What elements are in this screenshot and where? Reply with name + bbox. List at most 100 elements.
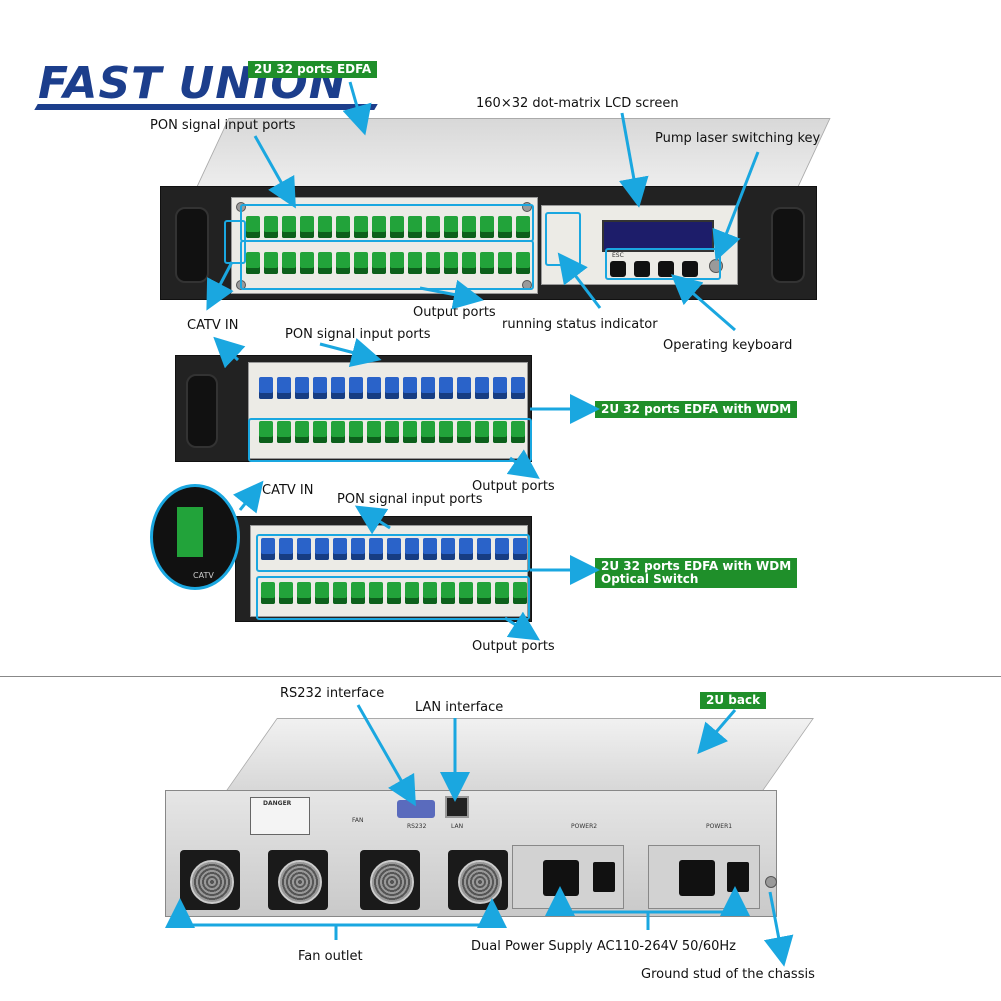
device2-output-port-row (259, 421, 525, 443)
fiber-port (277, 421, 291, 443)
fiber-port (333, 538, 347, 560)
device1-output-highlight (240, 240, 534, 290)
enter-key[interactable] (682, 261, 698, 277)
fiber-port (390, 252, 404, 274)
fiber-port (297, 538, 311, 560)
fiber-port (477, 538, 491, 560)
fiber-port (408, 216, 422, 238)
fiber-port (403, 377, 417, 399)
fiber-port (300, 216, 314, 238)
catv-zoom-circle: CATV (150, 484, 240, 590)
up-key[interactable] (634, 261, 650, 277)
arrow-output-2 (506, 449, 540, 479)
arrow-status (557, 252, 602, 309)
fiber-port (457, 421, 471, 443)
device2-left-handle (186, 374, 218, 448)
fiber-port (459, 582, 473, 604)
badge-edfa-wdm-switch: 2U 32 ports EDFA with WDM Optical Switch (595, 558, 798, 588)
fiber-port (516, 216, 530, 238)
fiber-port (369, 582, 383, 604)
arrow-pon-input-1 (253, 135, 296, 209)
fiber-port (279, 582, 293, 604)
rs232-port-label: RS232 (407, 823, 427, 830)
fiber-port (349, 377, 363, 399)
fiber-port (264, 216, 278, 238)
fiber-port (259, 421, 273, 443)
fiber-port (264, 252, 278, 274)
arrow-pump-key (712, 151, 760, 262)
device1-left-handle (175, 207, 209, 283)
power2-switch[interactable] (593, 862, 615, 892)
catv-zoom-label: CATV (193, 571, 214, 580)
power1-switch[interactable] (727, 862, 749, 892)
device3-input-port-row (261, 538, 527, 560)
fiber-port (261, 582, 275, 604)
fan-3 (360, 850, 420, 910)
label-catv-in-1: CATV IN (187, 318, 239, 333)
fiber-port (297, 582, 311, 604)
label-output-ports-3: Output ports (472, 639, 555, 654)
fiber-port (477, 582, 491, 604)
screw (522, 202, 532, 212)
power1-socket[interactable] (679, 860, 715, 896)
device2-input-port-row (259, 377, 525, 399)
device1-port-panel (231, 197, 538, 294)
label-fan-outlet: Fan outlet (298, 949, 363, 964)
fiber-port (261, 538, 275, 560)
fiber-port (495, 538, 509, 560)
fiber-port (421, 377, 435, 399)
fiber-port (333, 582, 347, 604)
fan-grill (190, 860, 234, 904)
arrow-catv-2 (213, 336, 246, 369)
fiber-port (295, 377, 309, 399)
badge-edfa-2u-32: 2U 32 ports EDFA (248, 61, 378, 78)
fiber-port (423, 538, 437, 560)
label-output-ports-2: Output ports (472, 479, 555, 494)
esc-key-label: ESC (612, 252, 624, 259)
fiber-port (408, 252, 422, 274)
fiber-port (475, 421, 489, 443)
arrow-lcd (619, 112, 649, 208)
fiber-port (426, 216, 440, 238)
fiber-port (516, 252, 530, 274)
fiber-port (354, 216, 368, 238)
fan-header-label: FAN (352, 817, 364, 824)
fiber-port (259, 377, 273, 399)
fiber-port (349, 421, 363, 443)
arrow-output-3 (504, 611, 541, 641)
arrow-back (697, 709, 737, 755)
fiber-port (390, 216, 404, 238)
fiber-port (403, 421, 417, 443)
fan-grill (278, 860, 322, 904)
fiber-port (462, 252, 476, 274)
fiber-port (313, 377, 327, 399)
fiber-port (295, 421, 309, 443)
danger-label: DANGER (250, 797, 310, 835)
fiber-port (426, 252, 440, 274)
fiber-port (331, 421, 345, 443)
lcd-screen (602, 220, 714, 252)
badge-edfa-wdm: 2U 32 ports EDFA with WDM (595, 401, 798, 418)
fiber-port (300, 252, 314, 274)
fiber-port (459, 538, 473, 560)
arrow-rs232 (356, 704, 416, 807)
danger-label-text: DANGER (263, 800, 292, 807)
fiber-port (246, 252, 260, 274)
badge-edfa-wdm-switch-line1: 2U 32 ports EDFA with WDM (601, 559, 792, 573)
arrow-badge-edfa (342, 81, 372, 136)
fiber-port (511, 421, 525, 443)
down-key[interactable] (658, 261, 674, 277)
fiber-port (279, 538, 293, 560)
arrow-keyboard (670, 274, 736, 332)
fiber-port (423, 582, 437, 604)
fiber-port (387, 538, 401, 560)
power2-label: POWER2 (571, 823, 598, 830)
fiber-port (318, 252, 332, 274)
fiber-port (372, 252, 386, 274)
arrow-pon-input-2 (319, 337, 382, 367)
power-supply-1 (648, 845, 760, 909)
esc-key[interactable] (610, 261, 626, 277)
arrow-catv-1 (206, 261, 234, 311)
label-pump-key: Pump laser switching key (655, 131, 821, 146)
device1-control-panel: ESC (541, 205, 738, 285)
